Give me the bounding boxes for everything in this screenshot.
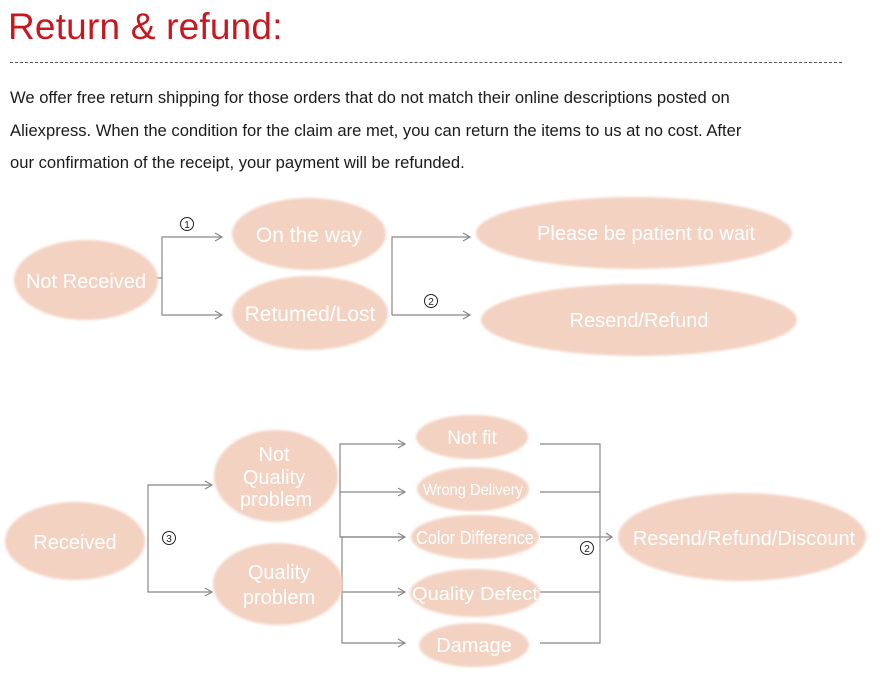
node-wrong-delivery: Wrong Delivery (417, 467, 529, 511)
node-quality-problem: Quality problem (213, 543, 343, 625)
node-label: Resend/Refund (570, 310, 709, 332)
node-quality-defect: Quality Defect (410, 569, 540, 617)
svg-text:3: 3 (166, 534, 172, 545)
connectors-received (147, 439, 614, 648)
node-color-difference: Color Difference (411, 515, 539, 559)
node-please-be-patient: Please be patient to wait (476, 197, 792, 269)
node-not-fit: Not fit (416, 415, 528, 459)
node-label: Not Received (26, 271, 146, 293)
svg-text:2: 2 (428, 297, 434, 308)
intro-line: Aliexpress. When the condition for the c… (10, 120, 742, 140)
node-label: Quality Defect (412, 584, 538, 604)
node-damage: Damage (419, 623, 529, 667)
step-marker-1: 1 (180, 217, 194, 231)
step-marker-2-top: 2 (424, 294, 438, 308)
page-title: Return & refund: (8, 6, 283, 47)
node-resend-refund-discount: Resend/Refund/Discount (618, 493, 866, 581)
node-resend-refund: Resend/Refund (481, 284, 797, 356)
node-label-line: Quality (243, 467, 305, 489)
node-label-line: problem (240, 489, 312, 511)
svg-text:1: 1 (184, 220, 190, 231)
step-marker-2-bottom: 2 (580, 541, 594, 555)
svg-text:2: 2 (584, 544, 590, 555)
intro-paragraph: We offer free return shipping for those … (10, 82, 860, 180)
node-label: Resend/Refund/Discount (633, 528, 856, 550)
node-label: Received (33, 532, 116, 554)
intro-line: We offer free return shipping for those … (10, 88, 730, 107)
node-returned-lost: Retumed/Lost (232, 276, 388, 350)
step-marker-3: 3 (162, 531, 176, 545)
node-label: On the way (256, 224, 363, 247)
node-label: Damage (436, 635, 512, 657)
node-label-line: Not (258, 444, 290, 466)
node-label: Not fit (447, 428, 497, 449)
node-label: Please be patient to wait (537, 223, 755, 245)
node-label: Wrong Delivery (423, 482, 523, 499)
node-label: Color Difference (416, 528, 534, 548)
node-not-received: Not Received (14, 240, 158, 320)
node-label: Retumed/Lost (245, 303, 376, 326)
node-label-line: Quality (248, 562, 310, 584)
dashed-divider (10, 62, 842, 63)
node-label-line: problem (243, 587, 315, 609)
node-received: Received (5, 502, 145, 580)
node-not-quality-problem: Not Quality problem (214, 430, 338, 522)
node-on-the-way: On the way (232, 198, 386, 270)
intro-line: our confirmation of the receipt, your pa… (10, 153, 465, 172)
